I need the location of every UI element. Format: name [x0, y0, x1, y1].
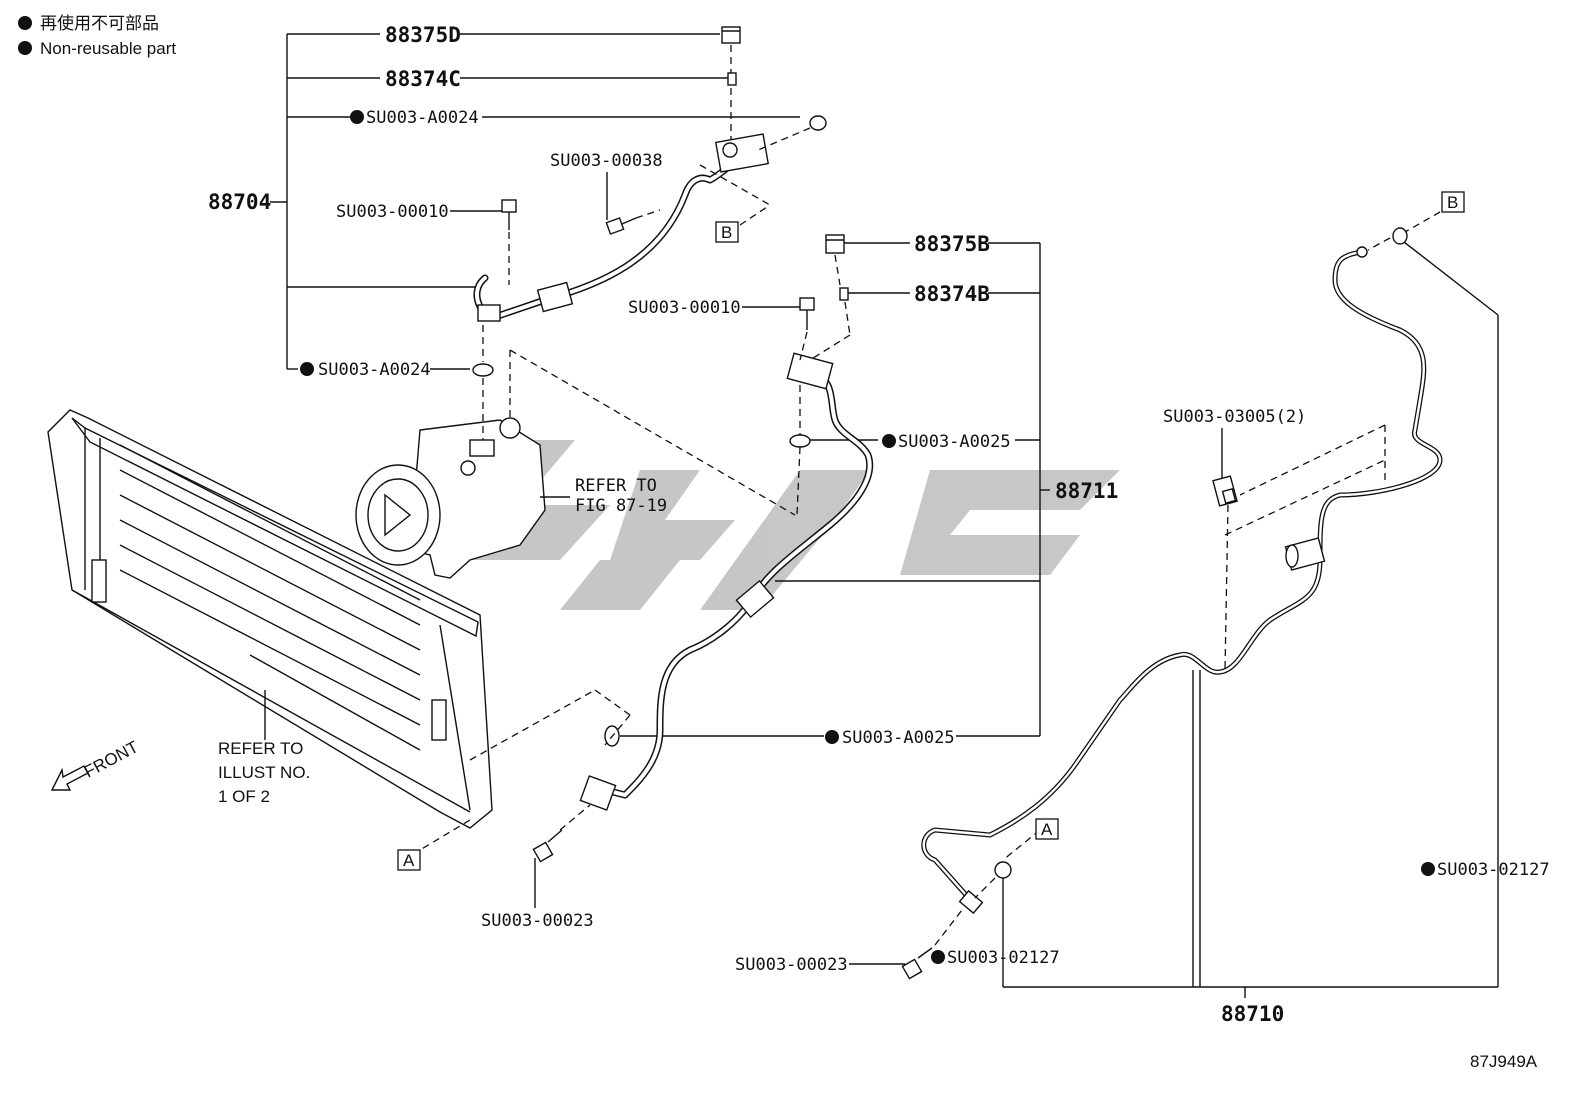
valve-core-88374B: [839, 287, 849, 301]
non-reusable-dot-icon: [350, 110, 364, 124]
non-reusable-dot-icon: [1421, 862, 1435, 876]
condenser: [47, 409, 493, 829]
svg-text:A: A: [1041, 820, 1053, 839]
leader-88704: [270, 33, 800, 370]
part-su003-a0025-bottom: SU003-A0025: [842, 728, 955, 748]
dashed-guides: [419, 45, 1441, 946]
part-number-88374b: 88374B: [914, 282, 990, 306]
cap-88375B: [825, 234, 845, 254]
non-reusable-dot-icon: [931, 950, 945, 964]
bolt-icon: [501, 199, 933, 980]
part-number-88710: 88710: [1221, 1002, 1284, 1026]
leader-88711: [620, 242, 1050, 737]
svg-text:A: A: [403, 851, 415, 870]
legend: 再使用不可部品 Non-reusable part: [18, 13, 176, 58]
valve-core-88374C: [727, 72, 737, 86]
part-su003-a0024-bottom: SU003-A0024: [318, 360, 431, 380]
non-reusable-dot-icon: [825, 730, 839, 744]
part-su003-00010-left: SU003-00010: [336, 202, 449, 222]
part-number-88704: 88704: [208, 190, 271, 214]
svg-text:B: B: [1447, 193, 1458, 212]
part-su003-a0024-top: SU003-A0024: [366, 108, 479, 128]
cap-88375D: [721, 26, 741, 44]
part-su003-00023-left: SU003-00023: [481, 911, 594, 931]
note-refer-illust-line3: 1 OF 2: [218, 787, 270, 806]
note-refer-illust-line2: ILLUST NO.: [218, 763, 310, 782]
svg-text:B: B: [721, 223, 732, 242]
front-arrow-icon: FRONT: [50, 737, 142, 791]
figure-id: 87J949A: [1470, 1052, 1538, 1071]
part-number-88375d: 88375D: [385, 23, 461, 47]
ref-box-b-right: B: [1441, 191, 1465, 213]
legend-text-en: Non-reusable part: [40, 39, 176, 58]
part-number-88375b: 88375B: [914, 232, 990, 256]
non-reusable-dot-icon: [882, 434, 896, 448]
part-su003-03005: SU003-03005(2): [1163, 407, 1306, 427]
non-reusable-dot-icon: [300, 362, 314, 376]
note-refer-illust-line1: REFER TO: [218, 739, 303, 758]
ref-box-b-top: B: [715, 221, 739, 243]
hose-88711: [579, 352, 874, 811]
note-refer-fig-line1: REFER TO: [575, 476, 657, 496]
note-refer-fig-line2: FIG 87-19: [575, 496, 667, 516]
part-su003-00023-right: SU003-00023: [735, 955, 848, 975]
legend-text-jp: 再使用不可部品: [40, 13, 159, 33]
legend-dot-icon: [18, 41, 32, 55]
o-ring-icon: [472, 115, 1408, 879]
part-su003-00038: SU003-00038: [550, 151, 663, 171]
front-label: FRONT: [81, 737, 142, 781]
compressor: [355, 417, 570, 579]
ref-box-a-right: A: [1035, 818, 1059, 840]
part-su003-00010-mid: SU003-00010: [628, 298, 741, 318]
legend-dot-icon: [18, 16, 32, 30]
part-su003-a0025-top: SU003-A0025: [898, 432, 1011, 452]
part-su003-02127-bottom: SU003-02127: [947, 948, 1060, 968]
ref-box-a-left: A: [397, 849, 421, 871]
tube-88710: [921, 246, 1443, 915]
hose-88704: [473, 133, 770, 322]
clamp-su003-03005: [1212, 475, 1238, 507]
leader-88710: [1002, 234, 1499, 998]
part-su003-02127-right: SU003-02127: [1437, 860, 1550, 880]
part-number-88711: 88711: [1055, 479, 1118, 503]
part-number-88374c: 88374C: [385, 67, 461, 91]
